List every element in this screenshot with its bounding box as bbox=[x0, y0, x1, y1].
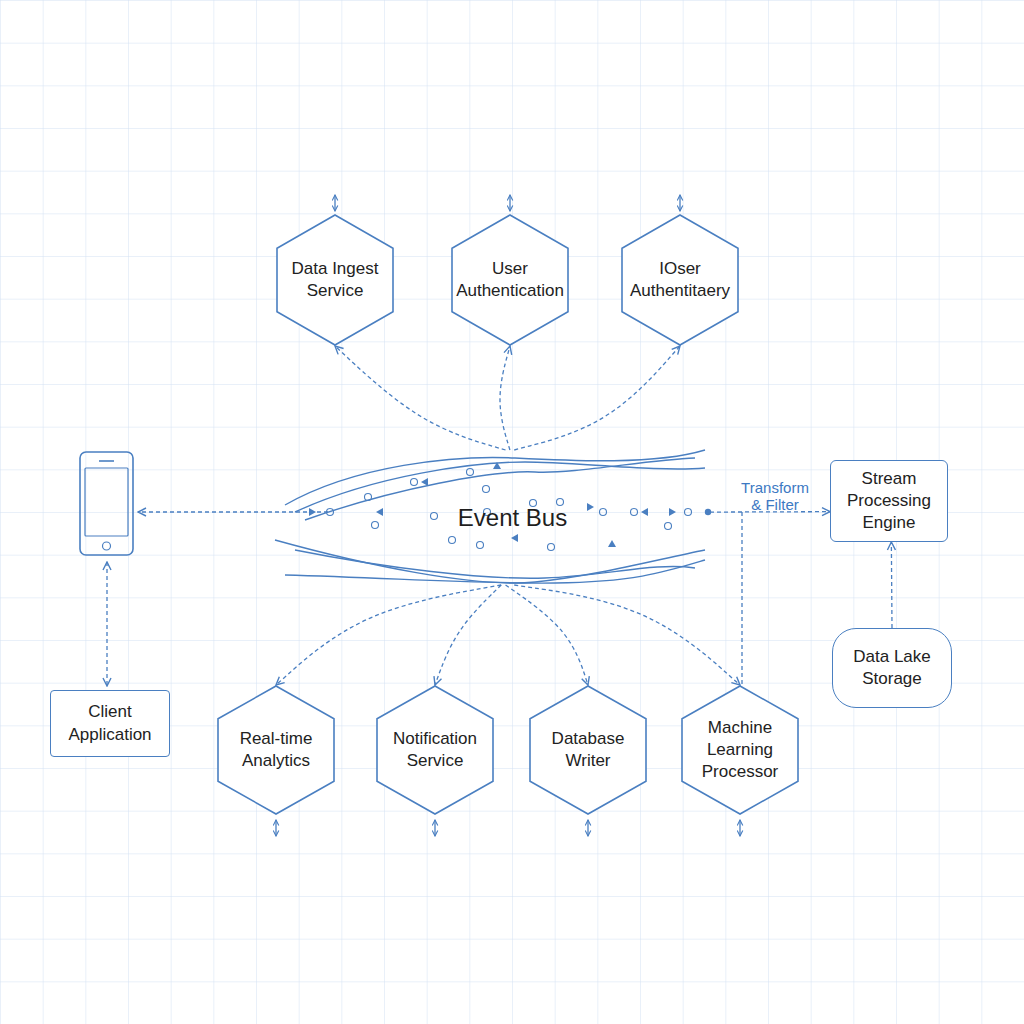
event-dot bbox=[372, 522, 379, 529]
junction-dot bbox=[705, 509, 711, 515]
bus-wave bbox=[295, 550, 695, 578]
node-label: User Authentication bbox=[453, 258, 567, 302]
io-symbols bbox=[276, 195, 740, 836]
node-label: Database Writer bbox=[531, 728, 645, 772]
event-particles bbox=[327, 469, 692, 551]
bus-wave bbox=[285, 560, 705, 583]
event-triangle bbox=[421, 478, 428, 486]
engine-box: Stream Processing Engine bbox=[830, 460, 948, 542]
storage-box: Data Lake Storage bbox=[832, 628, 952, 708]
event-dot bbox=[600, 509, 607, 516]
event-triangle bbox=[608, 540, 616, 547]
hexagon-outline bbox=[451, 214, 569, 346]
event-dot bbox=[431, 513, 438, 520]
service-hexagon: Machine Learning Processor bbox=[681, 685, 799, 815]
phone-arrow bbox=[138, 511, 328, 512]
dashed-connector bbox=[514, 585, 740, 685]
io-symbol bbox=[434, 820, 435, 836]
phone-button bbox=[103, 542, 111, 550]
event-triangle bbox=[511, 534, 518, 542]
event-dot bbox=[449, 537, 456, 544]
node-label: Data Lake Storage bbox=[833, 646, 951, 690]
event-dot bbox=[411, 479, 418, 486]
dashed-connector bbox=[276, 585, 501, 685]
event-dot bbox=[548, 544, 555, 551]
hexagon-shape bbox=[622, 215, 738, 345]
event-bus-band: Event Bus bbox=[275, 450, 710, 585]
event-triangle bbox=[309, 508, 316, 516]
event-triangle bbox=[669, 508, 676, 516]
phone-screen bbox=[85, 468, 128, 536]
io-symbol bbox=[275, 820, 276, 836]
node-label: Event Bus bbox=[458, 502, 567, 533]
hexagon-shape bbox=[218, 686, 334, 814]
event-dot bbox=[685, 509, 692, 516]
bus-wave bbox=[275, 540, 705, 583]
service-hexagon: Real-time Analytics bbox=[217, 685, 335, 815]
mobile-phone bbox=[80, 452, 133, 555]
event-dot bbox=[631, 509, 638, 516]
ml-leader-line bbox=[741, 512, 742, 684]
dashed-connector bbox=[506, 585, 588, 685]
dashed-connector bbox=[500, 346, 510, 450]
node-label: Notification Service bbox=[378, 728, 492, 772]
hexagon-shape bbox=[682, 686, 798, 814]
event-triangle bbox=[641, 508, 648, 516]
bus-wave bbox=[285, 450, 705, 505]
io-symbol bbox=[587, 820, 588, 836]
node-label: Machine Learning Processor bbox=[683, 717, 797, 783]
event-dot bbox=[477, 542, 484, 549]
node-label: IOser Authentitaery bbox=[623, 258, 737, 302]
service-hexagon: Data Ingest Service bbox=[276, 214, 394, 346]
dashed-connector bbox=[514, 346, 680, 450]
service-hexagon: Notification Service bbox=[376, 685, 494, 815]
hexagon-outline bbox=[276, 214, 394, 346]
event-dot bbox=[467, 469, 474, 476]
node-label: Client Application bbox=[51, 701, 169, 745]
hexagon-shape bbox=[277, 215, 393, 345]
event-triangle bbox=[376, 508, 383, 516]
io-symbol bbox=[334, 195, 335, 211]
hexagon-outline bbox=[376, 685, 494, 815]
dashed-connector bbox=[335, 346, 506, 450]
client-box: Client Application bbox=[50, 690, 170, 757]
phone-client-link bbox=[106, 562, 107, 686]
phone-body bbox=[80, 452, 133, 555]
node-label: Data Ingest Service bbox=[278, 258, 392, 302]
node-label: Stream Processing Engine bbox=[831, 468, 947, 534]
service-hexagon: Database Writer bbox=[529, 685, 647, 815]
io-symbol bbox=[679, 195, 680, 211]
event-dot bbox=[483, 486, 490, 493]
edge-label: Transform & Filter bbox=[735, 479, 815, 514]
hexagon-shape bbox=[530, 686, 646, 814]
phone-speaker bbox=[99, 460, 114, 462]
io-symbol bbox=[739, 820, 740, 836]
node-label: Real-time Analytics bbox=[219, 728, 333, 772]
io-symbol bbox=[509, 195, 510, 211]
event-dot bbox=[665, 523, 672, 530]
service-hexagon: IOser Authentitaery bbox=[621, 214, 739, 346]
hexagon-shape bbox=[452, 215, 568, 345]
hexagon-outline bbox=[529, 685, 647, 815]
service-hexagon: User Authentication bbox=[451, 214, 569, 346]
event-triangle bbox=[587, 503, 594, 511]
hexagon-outline bbox=[621, 214, 739, 346]
dashed-connector bbox=[891, 542, 893, 628]
hexagon-shape bbox=[377, 686, 493, 814]
hexagon-outline bbox=[217, 685, 335, 815]
dashed-connector bbox=[435, 585, 501, 685]
